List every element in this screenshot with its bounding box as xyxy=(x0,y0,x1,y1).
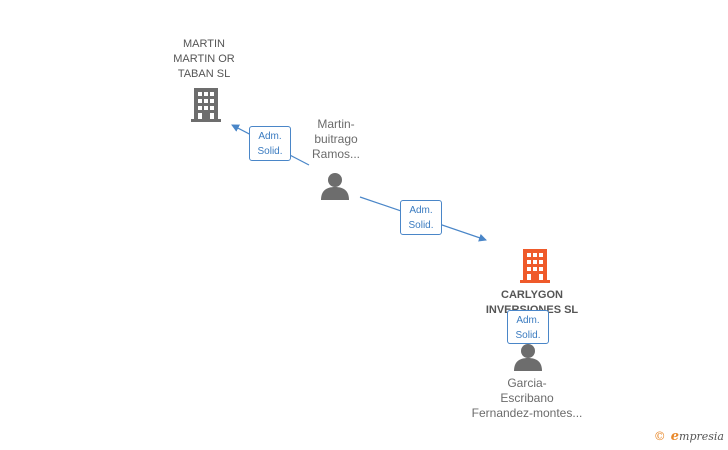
building-icon[interactable] xyxy=(520,249,550,283)
edge-role-badge: Adm. Solid. xyxy=(507,310,549,344)
brand-name: mpresia xyxy=(679,429,724,443)
person-icon[interactable] xyxy=(321,172,349,200)
person-top-name[interactable]: Martin- buitrago Ramos... xyxy=(311,117,360,161)
person-bottom-name[interactable]: Garcia- Escribano Fernandez-montes... xyxy=(471,376,583,420)
edge-role-badge: Adm. Solid. xyxy=(249,126,291,161)
building-icon[interactable] xyxy=(191,88,221,122)
company-top-name[interactable]: MARTIN MARTIN OR TABAN SL xyxy=(173,38,235,80)
copyright-icon: © xyxy=(653,429,666,443)
person-icon[interactable] xyxy=(514,343,542,371)
edge-role-badge: Adm. Solid. xyxy=(400,200,442,235)
empresia-logo: © e mpresia xyxy=(654,428,724,444)
brand-initial: e xyxy=(670,428,680,444)
